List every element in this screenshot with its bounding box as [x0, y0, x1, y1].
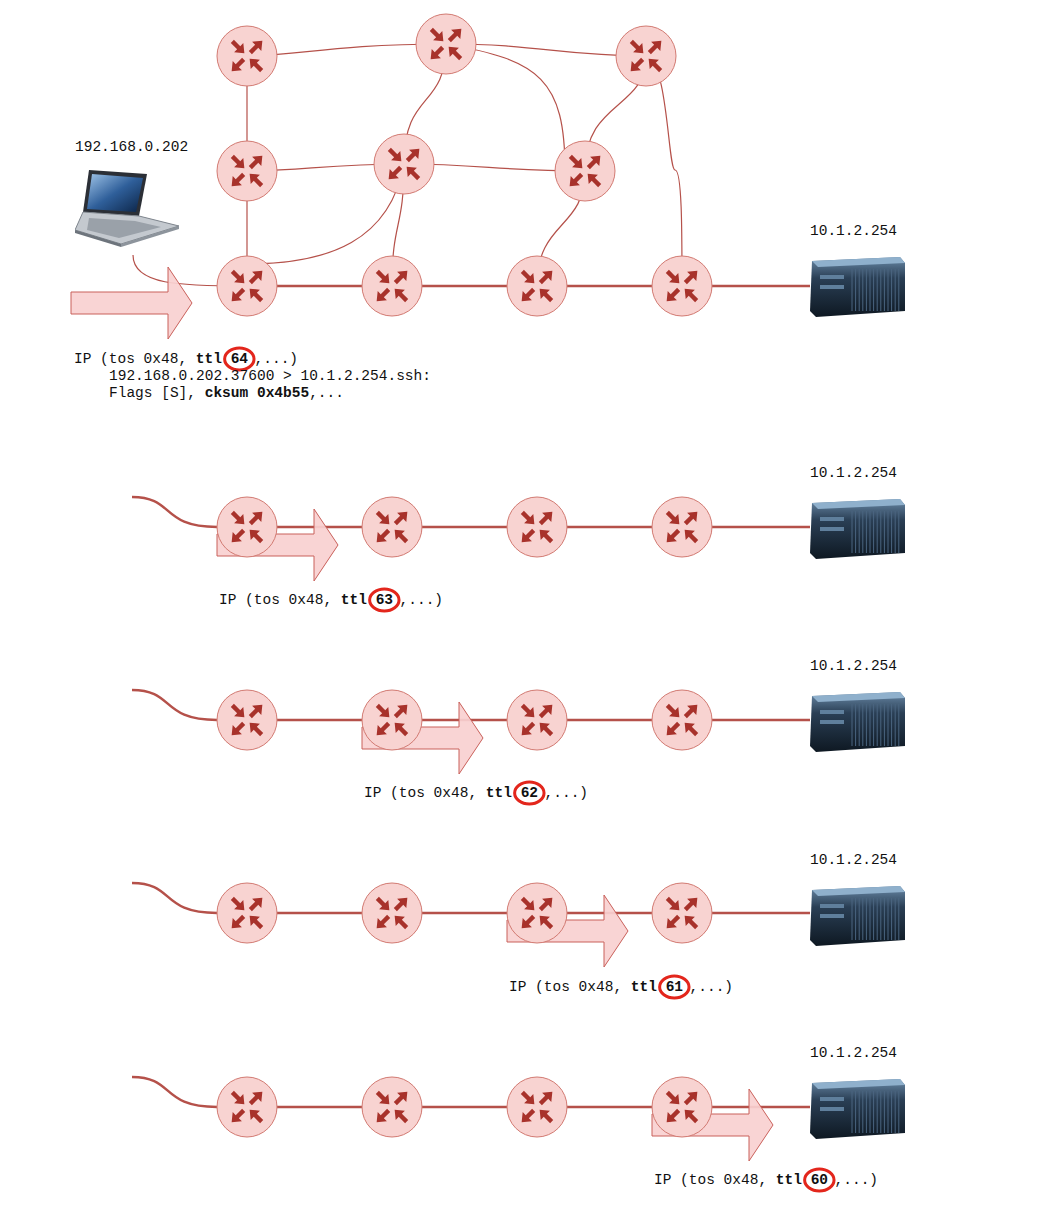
header-field: IP (tos 0x48, [509, 979, 631, 995]
router-icon [217, 883, 277, 943]
router-icon [507, 883, 567, 943]
server-host: 10.1.2.254 [810, 222, 910, 322]
packet-arrow [71, 267, 192, 339]
router-icon [652, 883, 712, 943]
server-host: 10.1.2.254 [810, 851, 910, 951]
server-host: 10.1.2.254 [810, 464, 910, 564]
packet-header-line: IP (tos 0x48, ttl 61,...) [509, 978, 733, 996]
router-icon [652, 1077, 712, 1137]
router-icon [507, 690, 567, 750]
router-icon [507, 256, 567, 316]
header-field: IP (tos 0x48, [74, 351, 196, 367]
ttl-value: 63 [376, 592, 393, 608]
header-field: ,...) [545, 785, 589, 801]
highlight-ring [515, 782, 544, 804]
header-field: ttl [341, 592, 367, 608]
header-field: IP (tos 0x48, [654, 1172, 776, 1188]
host-address: 192.168.0.202 [75, 138, 195, 156]
packet-header-line: IP (tos 0x48, ttl 63,...) [219, 591, 443, 609]
router-icon [362, 497, 422, 557]
server-host: 10.1.2.254 [810, 657, 910, 757]
router-icon [217, 690, 277, 750]
host-address: 10.1.2.254 [810, 222, 910, 240]
header-field: IP (tos 0x48, [364, 785, 486, 801]
router-icon [652, 690, 712, 750]
server-host: 10.1.2.254 [810, 1044, 910, 1144]
router-icon [362, 256, 422, 316]
router-icon [555, 141, 615, 201]
header-field: ttl [631, 979, 657, 995]
packet-header-line: Flags [S], cksum 0x4b55,... [109, 384, 344, 402]
router-icon [616, 26, 676, 86]
header-field: ,...) [255, 351, 299, 367]
server-picture [810, 884, 910, 964]
header-field: ,...) [400, 592, 444, 608]
highlight-ring [660, 976, 689, 998]
router-icon [217, 256, 277, 316]
packet-header-line: IP (tos 0x48, ttl 60,...) [654, 1171, 878, 1189]
server-picture [810, 690, 910, 770]
ttl-value: 60 [811, 1172, 828, 1188]
router-icon [362, 883, 422, 943]
ttl-value: 64 [231, 351, 248, 367]
header-field: ,...) [835, 1172, 879, 1188]
host-address: 10.1.2.254 [810, 851, 910, 869]
server-picture [810, 255, 910, 335]
router-icon [507, 497, 567, 557]
server-picture [810, 497, 910, 577]
network-link [646, 56, 682, 286]
router-icon [217, 141, 277, 201]
header-field: ,... [309, 385, 344, 401]
router-icon [652, 497, 712, 557]
highlight-ring [225, 348, 254, 370]
highlight-ring [370, 589, 399, 611]
laptop-picture [75, 168, 195, 248]
header-field: ttl [776, 1172, 802, 1188]
router-icon [374, 134, 434, 194]
header-field: ttl [486, 785, 512, 801]
header-field: ttl [196, 351, 222, 367]
ttl-value: 62 [521, 785, 538, 801]
header-field: IP (tos 0x48, [219, 592, 341, 608]
router-icon [416, 14, 476, 74]
router-icon [217, 1077, 277, 1137]
ttl-value: 61 [666, 979, 683, 995]
packet-header-line: IP (tos 0x48, ttl 64,...) [74, 350, 298, 368]
router-icon [507, 1077, 567, 1137]
highlight-ring [805, 1169, 834, 1191]
server-picture [810, 1077, 910, 1157]
host-address: 10.1.2.254 [810, 464, 910, 482]
packet-header-line: IP (tos 0x48, ttl 62,...) [364, 784, 588, 802]
router-icon [362, 690, 422, 750]
header-field: Flags [S], [109, 385, 205, 401]
header-field: cksum 0x4b55 [205, 385, 309, 401]
router-icon [362, 1077, 422, 1137]
client-host: 192.168.0.202 [75, 138, 195, 238]
router-icon [217, 497, 277, 557]
packet-header-line: 192.168.0.202.37600 > 10.1.2.254.ssh: [109, 367, 431, 385]
host-address: 10.1.2.254 [810, 657, 910, 675]
router-icon [652, 256, 712, 316]
header-field: 192.168.0.202.37600 > 10.1.2.254.ssh: [109, 368, 431, 384]
header-field: ,...) [690, 979, 734, 995]
router-icon [217, 26, 277, 86]
host-address: 10.1.2.254 [810, 1044, 910, 1062]
